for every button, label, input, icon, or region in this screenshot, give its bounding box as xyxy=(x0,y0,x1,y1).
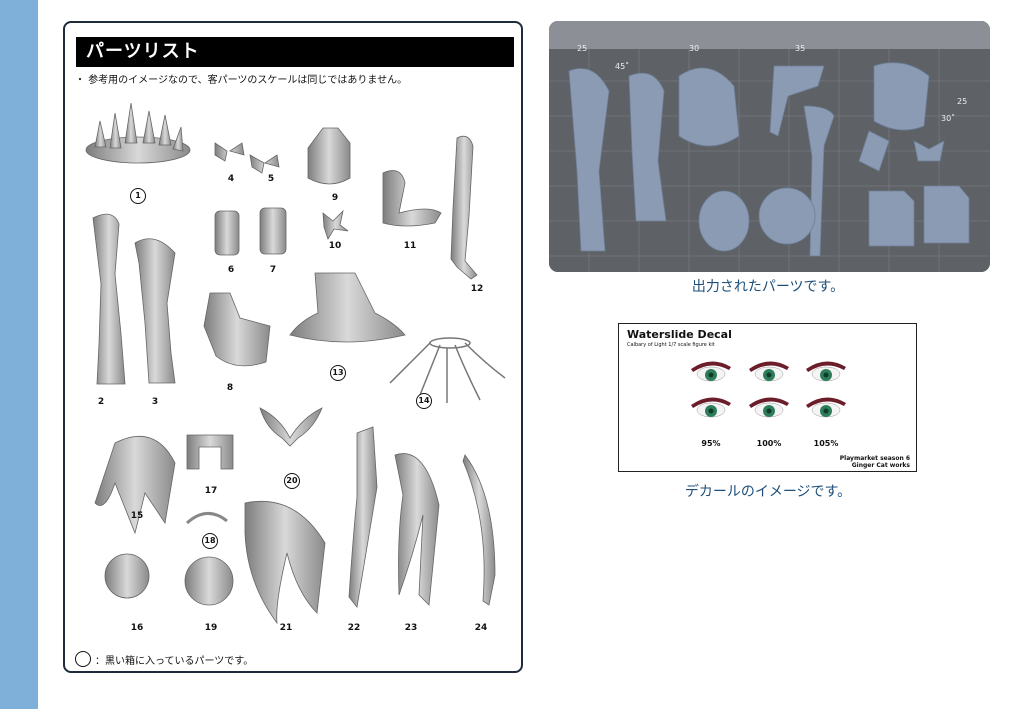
photo-face xyxy=(698,190,750,252)
decal-eye xyxy=(806,361,846,382)
sidebar-stripe xyxy=(0,0,38,709)
part-24-hair xyxy=(462,454,496,606)
parts-list-note: ・ 参考用のイメージなので、客パーツのスケールは同じではありません。 xyxy=(75,75,408,86)
part-10-bow xyxy=(322,209,349,240)
part-label-22: 22 xyxy=(347,623,361,633)
part-label-24: 24 xyxy=(474,623,488,633)
circle-marker-icon xyxy=(75,651,91,667)
photo-block-left xyxy=(868,190,915,247)
photo-bow-piece xyxy=(858,130,890,172)
part-9-torso xyxy=(307,127,351,185)
parts-list-panel: パーツリスト ・ 参考用のイメージなので、客パーツのスケールは同じではありません… xyxy=(63,21,523,673)
decal-caption: デカールのイメージです。 xyxy=(684,484,852,500)
part-label-10: 10 xyxy=(328,241,342,251)
part-label-3: 3 xyxy=(151,397,159,407)
decal-subtitle: Calbary of Light 1/7 scale figure kit xyxy=(627,342,715,348)
cutting-mat: 25 30 35 25 45˚ 30˚ xyxy=(549,21,990,272)
decal-scale-105: 105% xyxy=(813,439,839,448)
part-label-14: 14 xyxy=(416,393,432,409)
decal-eye xyxy=(691,361,731,382)
part-label-18: 18 xyxy=(202,533,218,549)
part-1-crown xyxy=(85,102,191,164)
part-7-block xyxy=(259,207,287,255)
part-11-arm xyxy=(382,170,442,227)
part-label-8: 8 xyxy=(226,383,234,393)
part-3-leg xyxy=(134,238,176,384)
part-label-19: 19 xyxy=(204,623,218,633)
part-label-16: 16 xyxy=(130,623,144,633)
part-23-hair xyxy=(394,453,440,606)
part-22-hair xyxy=(348,426,378,608)
part-19-ball xyxy=(184,556,234,606)
part-label-11: 11 xyxy=(403,241,417,251)
part-13-skirt xyxy=(289,272,406,343)
part-label-15: 15 xyxy=(130,511,144,521)
part-18-arc xyxy=(185,512,228,525)
angle-mark-45: 45˚ xyxy=(615,61,629,71)
ruler-mark-25: 25 xyxy=(577,44,587,53)
part-20-batbow xyxy=(259,407,323,447)
part-label-9: 9 xyxy=(331,193,339,203)
part-4-bow xyxy=(214,142,245,162)
photo-block-right xyxy=(923,185,970,244)
part-15-hair xyxy=(94,435,176,535)
parts-list-footer: ：黒い箱に入っているパーツです。 xyxy=(75,651,253,667)
part-12-arm xyxy=(450,135,478,280)
decal-credit: Playmarket season 6 Ginger Cat works xyxy=(840,455,910,469)
decal-title: Waterslide Decal xyxy=(627,328,732,341)
decal-eye xyxy=(749,397,789,418)
photo-small-bow xyxy=(913,140,945,162)
photo-leg-left xyxy=(568,68,610,252)
decal-sample-box: Waterslide Decal Calbary of Light 1/7 sc… xyxy=(618,323,917,472)
part-6-block xyxy=(214,210,240,256)
photo-hip-piece xyxy=(873,62,930,131)
decal-eyes xyxy=(691,361,846,418)
decal-eye xyxy=(806,397,846,418)
part-label-21: 21 xyxy=(279,623,293,633)
photo-arm xyxy=(769,65,825,137)
part-2-leg xyxy=(92,213,126,385)
part-16-head xyxy=(104,553,150,599)
decal-scale-100: 100% xyxy=(756,439,782,448)
part-label-1: 1 xyxy=(130,188,146,204)
part-21-hair xyxy=(244,500,326,625)
footer-text: ：黒い箱に入っているパーツです。 xyxy=(95,655,254,667)
part-label-17: 17 xyxy=(204,486,218,496)
part-14-wires xyxy=(389,337,506,403)
decal-credit-line1: Playmarket season 6 xyxy=(839,455,910,462)
decal-eye xyxy=(691,397,731,418)
part-label-20: 20 xyxy=(284,473,300,489)
part-label-13: 13 xyxy=(330,365,346,381)
part-label-7: 7 xyxy=(269,265,277,275)
part-label-2: 2 xyxy=(97,397,105,407)
part-label-12: 12 xyxy=(470,284,484,294)
photo-caption: 出力されたパーツです。 xyxy=(691,279,845,295)
printed-parts-photo: 25 30 35 25 45˚ 30˚ xyxy=(549,21,990,272)
part-17-bracket xyxy=(186,434,234,470)
part-label-4: 4 xyxy=(227,174,235,184)
parts-illustrations xyxy=(85,102,506,625)
decal-credit-line2: Ginger Cat works xyxy=(851,462,910,469)
photo-ball xyxy=(758,187,816,245)
ruler-mark-25-right: 25 xyxy=(957,97,967,106)
parts-list-title: パーツリスト xyxy=(76,37,514,67)
angle-mark-30: 30˚ xyxy=(941,113,955,123)
part-8-hip xyxy=(203,292,271,367)
decal-scale-95: 95% xyxy=(701,439,721,448)
part-label-6: 6 xyxy=(227,265,235,275)
photo-leg-right xyxy=(628,72,667,222)
ruler-mark-30: 30 xyxy=(689,44,699,53)
part-label-23: 23 xyxy=(404,623,418,633)
part-label-5: 5 xyxy=(267,174,275,184)
part-5-bow xyxy=(249,154,280,174)
ruler-mark-35: 35 xyxy=(795,44,805,53)
photo-torso xyxy=(678,67,740,147)
decal-eye xyxy=(749,361,789,382)
